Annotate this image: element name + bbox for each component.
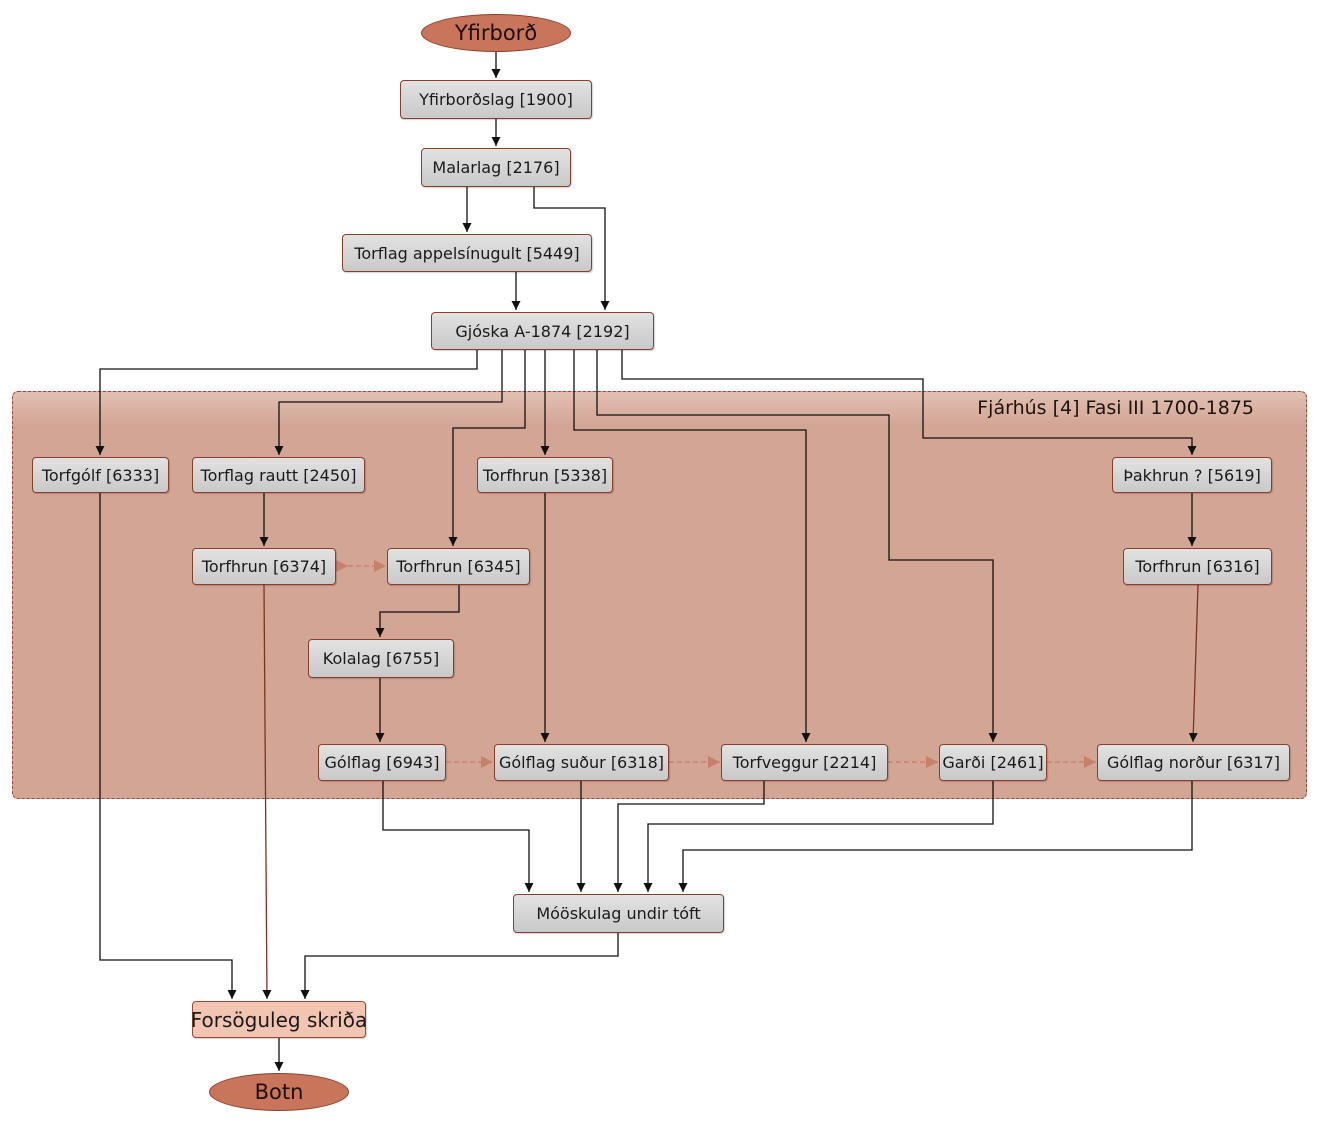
edge-malarlag-gjoska <box>533 187 610 310</box>
edge-golflag-mooskulag <box>382 781 534 892</box>
node-torflag-rautt: Torflag rautt [2450] <box>192 457 365 493</box>
edge-torfhrun-6345-kolalag <box>375 585 460 637</box>
node-kolalag: Kolalag [6755] <box>308 639 454 678</box>
edge-torfveggur-mooskulag <box>613 781 765 892</box>
edge-torfhrun-6374-forsoguleg <box>262 584 272 1000</box>
node-yfirbord: Yfirborð <box>421 14 571 52</box>
node-torfveggur: Torfveggur [2214] <box>721 744 888 781</box>
node-golflag-sudur: Gólflag suður [6318] <box>494 744 669 781</box>
node-forsoguleg: Forsöguleg skriða <box>191 1001 367 1038</box>
edge-gjoska-torflag-rautt <box>274 350 503 455</box>
edge-gjoska-torfgolf <box>95 350 478 455</box>
phase-title: Fjárhús [4] Fasi III 1700-1875 <box>977 397 1254 419</box>
node-torfhrun-6345: Torfhrun [6345] <box>387 548 530 585</box>
edge-gjoska-gardi <box>596 350 998 742</box>
node-golflag-nordur: Gólflag norður [6317] <box>1097 744 1290 781</box>
phase-header-band <box>13 392 1306 426</box>
node-botn: Botn <box>209 1073 349 1111</box>
edge-mooskulag-forsoguleg <box>300 933 619 999</box>
edge-torfgolf-forsoguleg <box>99 493 237 999</box>
edge-gjoska-torfhrun-6345 <box>448 350 526 546</box>
node-gjoska: Gjóska A-1874 [2192] <box>431 312 654 350</box>
node-torfhrun-6374: Torfhrun [6374] <box>192 548 336 585</box>
edge-golflag-nordur-mooskulag <box>678 781 1193 892</box>
node-torflag-appelsinugult: Torflag appelsínugult [5449] <box>342 234 592 272</box>
node-golflag: Gólflag [6943] <box>318 744 446 781</box>
edge-torfhrun-6316-golflag-nordur <box>1188 584 1199 743</box>
node-thakhrun: Þakhrun ? [5619] <box>1112 457 1272 493</box>
node-torfgolf: Torfgólf [6333] <box>32 457 169 493</box>
edge-gardi-mooskulag <box>643 781 994 892</box>
edge-gjoska-torfveggur <box>573 350 811 742</box>
node-yfirbordslag: Yfirborðslag [1900] <box>400 80 592 119</box>
node-mooskulag: Móöskulag undir tóft <box>513 894 724 933</box>
node-malarlag: Malarlag [2176] <box>421 148 571 187</box>
edge-gjoska-thakhrun <box>621 350 1197 455</box>
node-torfhrun-6316: Torfhrun [6316] <box>1123 548 1272 585</box>
node-gardi: Garði [2461] <box>939 744 1047 781</box>
node-torfhrun-5338: Torfhrun [5338] <box>477 457 613 493</box>
